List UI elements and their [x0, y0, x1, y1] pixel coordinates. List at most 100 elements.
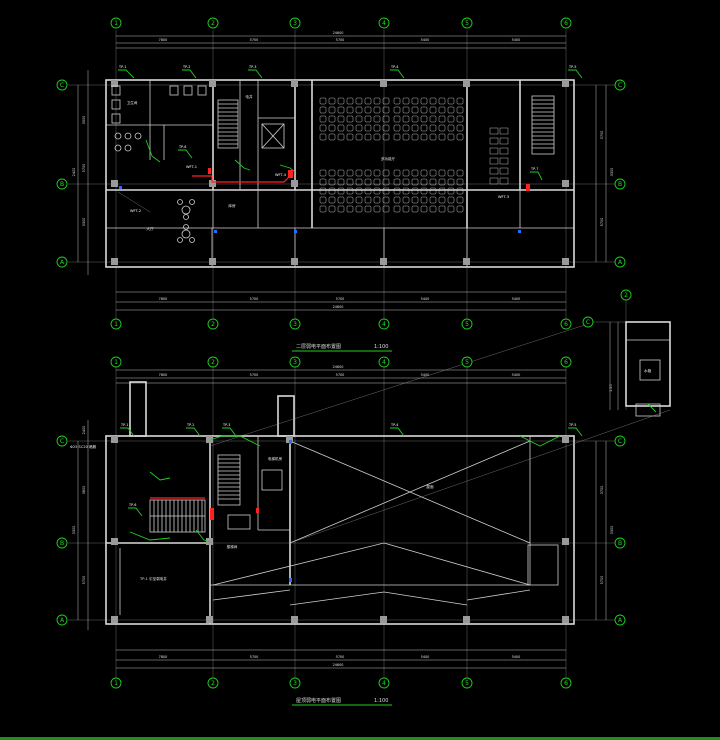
tp-tags: TP-1 TP-2 TP-3 TP-4 TP-5 TP-6 TP-7: [118, 65, 583, 181]
seat: [364, 187, 372, 195]
plan-title-text: 屋顶弱电平面布置图: [296, 697, 341, 704]
cable-label: WFT-2: [130, 209, 141, 213]
seat: [346, 196, 354, 204]
seat: [393, 205, 401, 213]
seat: [411, 169, 419, 177]
seat: [429, 169, 437, 177]
seat: [319, 133, 327, 141]
seat: [420, 178, 428, 186]
seat: [373, 124, 381, 132]
seat: [438, 187, 446, 195]
dim: 5700: [250, 655, 259, 659]
bottom-total-dim: 24600: [333, 663, 344, 667]
bottom-dimension-lines: 7800 5700 5700 5400 5400 24600: [116, 649, 566, 669]
seat: [364, 97, 372, 105]
dim: 3300: [610, 526, 614, 535]
dim: 3700: [600, 486, 604, 495]
dim: 3300: [610, 168, 614, 177]
axis-label: C: [60, 438, 64, 445]
seat: [393, 169, 401, 177]
left-dimension-lines: 2400 3800 5700 3300: [72, 420, 89, 630]
seat: [382, 169, 390, 177]
dim: 5400: [512, 38, 521, 42]
seat: [373, 205, 381, 213]
dim: 2400: [72, 168, 76, 177]
dim: 5700: [250, 373, 259, 377]
seat: [438, 196, 446, 204]
seat: [337, 187, 345, 195]
right-dimension-lines: 3700 5700 3300: [595, 85, 614, 262]
seat: [364, 115, 372, 123]
seat: [382, 124, 390, 132]
dim: 7800: [159, 38, 168, 42]
seat: [382, 106, 390, 114]
left-dimension-lines: 3500 5700 3300 2400: [72, 70, 89, 275]
dim: 2400: [82, 426, 86, 435]
seat: [382, 178, 390, 186]
tp-tag: TP-2: [186, 423, 194, 427]
seat: [402, 178, 410, 186]
stair-core: [217, 454, 283, 530]
seat: [456, 124, 464, 132]
bottom-dimension-lines: 7800 5700 5700 5400 5400 24600: [116, 291, 566, 311]
seat: [337, 196, 345, 204]
seat: [364, 169, 372, 177]
tp-tag: TP-4: [390, 65, 398, 69]
seat: [456, 178, 464, 186]
seat: [355, 169, 363, 177]
axis-label: C: [618, 82, 622, 89]
room-labels: 卫生间 电井 多功能厅 库房 大厅: [127, 94, 396, 231]
seat: [337, 133, 345, 141]
seat: [373, 187, 381, 195]
note: TP-1 引至弱电井: [139, 576, 167, 581]
seat: [346, 169, 354, 177]
seat: [411, 187, 419, 195]
seat: [382, 115, 390, 123]
seat: [346, 106, 354, 114]
dim: 5400: [421, 655, 430, 659]
right-dimension-lines: 3700 5700 3300: [595, 441, 614, 620]
seat: [411, 205, 419, 213]
seat: [355, 115, 363, 123]
seat: [456, 196, 464, 204]
seat: [429, 178, 437, 186]
dim: 5400: [512, 297, 521, 301]
axis-label: B: [618, 540, 622, 547]
dim: 3300: [72, 526, 76, 535]
plan-title: 屋顶弱电平面布置图 1:100: [292, 697, 392, 706]
dim: 5700: [250, 38, 259, 42]
axis-label: 5: [465, 359, 469, 366]
top-total-dim: 24600: [333, 365, 344, 369]
seat: [373, 169, 381, 177]
building-walls: [105, 79, 575, 268]
seat: [328, 106, 336, 114]
note: Φ25 SC20 暗敷: [70, 444, 97, 449]
stair-upper-left: [217, 99, 239, 149]
plan-scale: 1:100: [374, 698, 388, 704]
axis-label: C: [618, 438, 622, 445]
tp-tag: TP-7: [530, 167, 538, 171]
roof-detail: 水箱 1:50: [594, 300, 671, 417]
seat: [328, 187, 336, 195]
status-bar-strip: [0, 737, 720, 740]
axis-label: 6: [564, 359, 568, 366]
seat: [447, 169, 455, 177]
seat: [337, 178, 345, 186]
dim: 5700: [600, 218, 604, 227]
dim: 7800: [159, 655, 168, 659]
dim: 5700: [336, 373, 345, 377]
seat: [393, 115, 401, 123]
seat: [364, 124, 372, 132]
axis-label: 2: [624, 292, 628, 299]
cable-label: WFT-4: [275, 173, 287, 177]
seat: [402, 115, 410, 123]
seat: [373, 97, 381, 105]
seat: [420, 133, 428, 141]
seat: [364, 205, 372, 213]
seat: [328, 133, 336, 141]
axis-label: 3: [293, 321, 297, 328]
seat: [447, 133, 455, 141]
floor-plan-lower: 24600 7800 5700 5700 5400 5400 7800 5700…: [68, 321, 671, 706]
dim: 5400: [421, 38, 430, 42]
